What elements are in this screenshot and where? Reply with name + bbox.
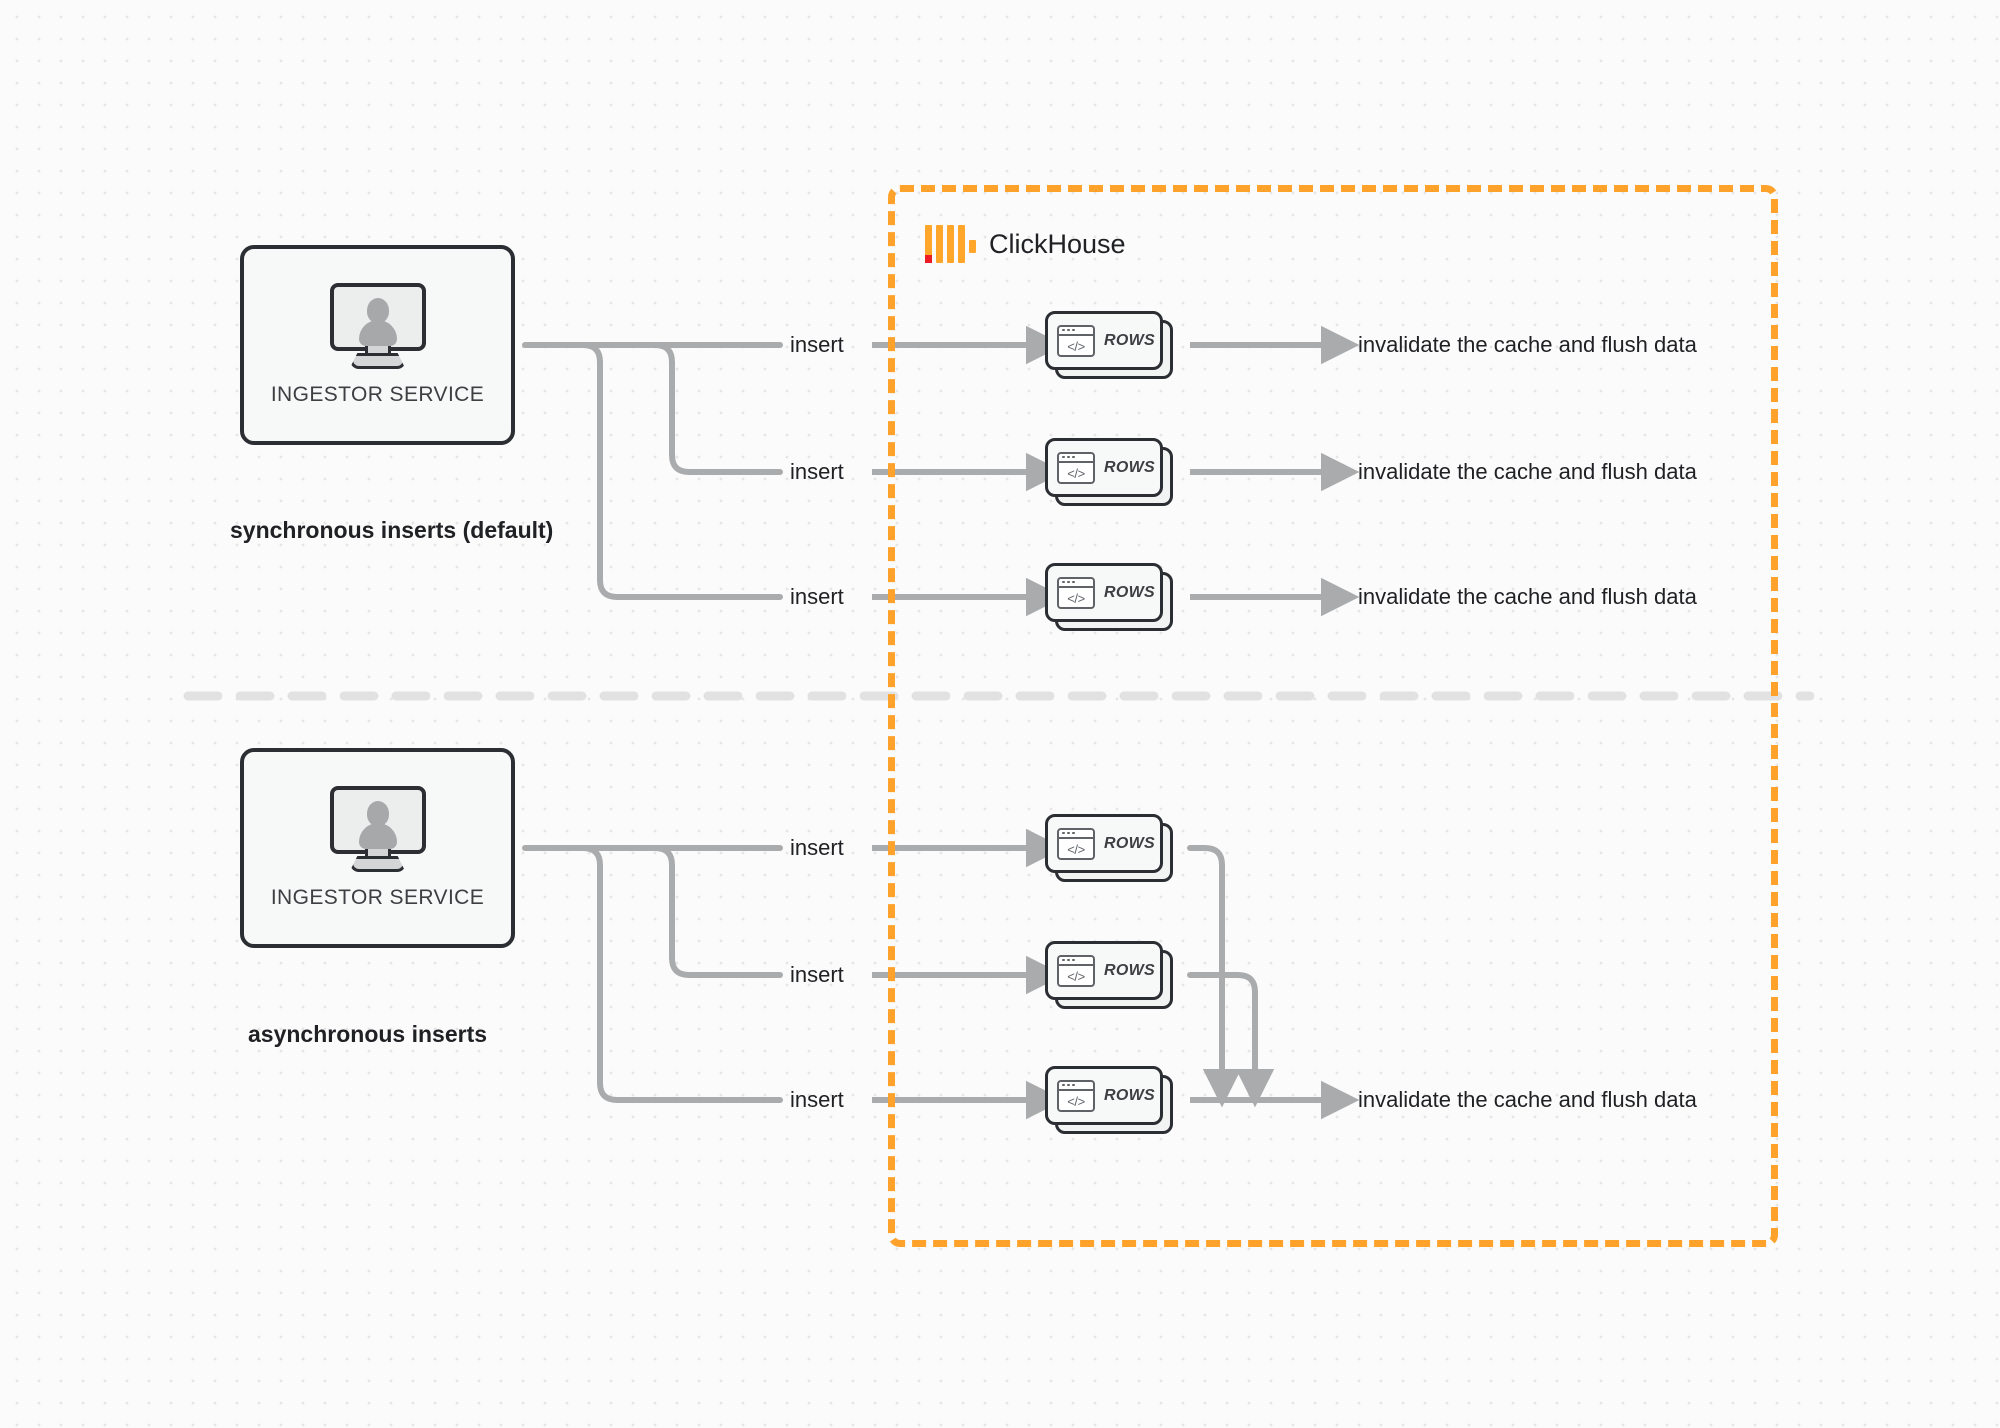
- rows-label: ROWS: [1104, 834, 1155, 852]
- rows-label: ROWS: [1104, 1086, 1155, 1104]
- rows-node-sync-1[interactable]: </> ROWS: [1045, 311, 1173, 379]
- clickhouse-boundary: [888, 185, 1778, 1247]
- monitor-user-icon: [329, 786, 426, 872]
- section-caption-asynchronous: asynchronous inserts: [248, 1021, 488, 1047]
- edge-label-insert-sync-3: insert: [790, 584, 844, 609]
- async-fanout: [522, 845, 783, 1103]
- sync-fanout: [522, 342, 783, 600]
- service-label: INGESTOR SERVICE: [270, 383, 485, 406]
- section-caption-synchronous: synchronous inserts (default): [230, 517, 554, 543]
- rows-label: ROWS: [1104, 458, 1155, 476]
- code-window-icon: </>: [1057, 324, 1095, 357]
- edge-label-insert-async-3: insert: [790, 1087, 844, 1112]
- rows-node-sync-2[interactable]: </> ROWS: [1045, 438, 1173, 506]
- sidebar-item-ingestor-service-async[interactable]: INGESTOR SERVICE: [240, 748, 515, 948]
- edge-label-result-sync-3: invalidate the cache and flush data: [1358, 584, 1697, 609]
- code-window-icon: </>: [1057, 827, 1095, 860]
- service-label: INGESTOR SERVICE: [270, 886, 485, 909]
- edge-label-result-sync-1: invalidate the cache and flush data: [1358, 332, 1697, 357]
- code-window-icon: </>: [1057, 576, 1095, 609]
- clickhouse-logo-icon: [925, 225, 976, 263]
- edge-label-insert-sync-2: insert: [790, 459, 844, 484]
- rows-node-sync-3[interactable]: </> ROWS: [1045, 563, 1173, 631]
- sidebar-item-ingestor-service-sync[interactable]: INGESTOR SERVICE: [240, 245, 515, 445]
- rows-label: ROWS: [1104, 331, 1155, 349]
- edge-label-insert-sync-1: insert: [790, 332, 844, 357]
- edge-label-result-sync-2: invalidate the cache and flush data: [1358, 459, 1697, 484]
- edge-label-insert-async-2: insert: [790, 962, 844, 987]
- rows-node-async-3[interactable]: </> ROWS: [1045, 1066, 1173, 1134]
- edge-label-insert-async-1: insert: [790, 835, 844, 860]
- rows-label: ROWS: [1104, 961, 1155, 979]
- edge-label-result-async: invalidate the cache and flush data: [1358, 1087, 1697, 1112]
- clickhouse-label: ClickHouse: [989, 228, 1126, 259]
- monitor-user-icon: [329, 283, 426, 369]
- code-window-icon: </>: [1057, 954, 1095, 987]
- rows-node-async-1[interactable]: </> ROWS: [1045, 814, 1173, 882]
- code-window-icon: </>: [1057, 451, 1095, 484]
- rows-label: ROWS: [1104, 583, 1155, 601]
- clickhouse-logo-accent: [925, 255, 932, 263]
- clickhouse-brand: ClickHouse: [925, 225, 1126, 263]
- rows-node-async-2[interactable]: </> ROWS: [1045, 941, 1173, 1009]
- code-window-icon: </>: [1057, 1079, 1095, 1112]
